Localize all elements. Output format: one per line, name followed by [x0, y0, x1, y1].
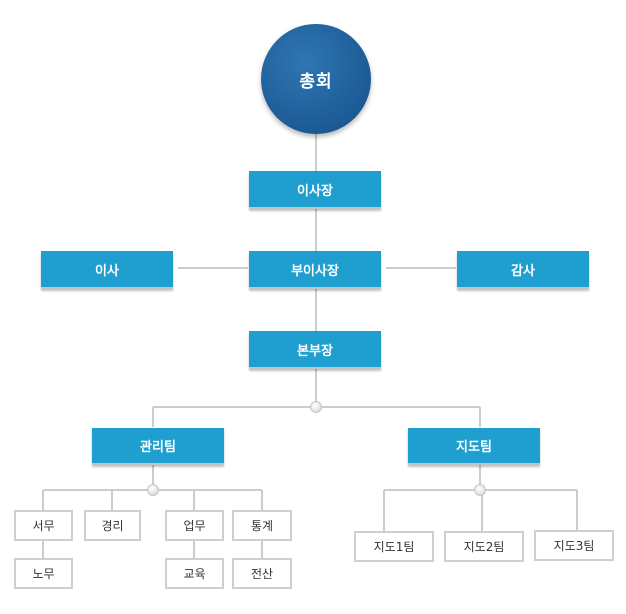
- general-assembly-node: 총회: [261, 24, 371, 134]
- guidance-team-box: 지도팀: [408, 428, 540, 465]
- unit-education: 교육: [165, 558, 224, 589]
- unit-accounting: 경리: [84, 510, 141, 541]
- unit-labor: 노무: [14, 558, 73, 589]
- unit-general-affairs: 서무: [14, 510, 73, 541]
- unit-guidance-3: 지도3팀: [534, 530, 614, 561]
- hq-head-box: 본부장: [249, 331, 381, 369]
- unit-guidance-2: 지도2팀: [444, 531, 524, 562]
- branch-node-icon: [310, 401, 322, 413]
- unit-computing: 전산: [232, 558, 292, 589]
- guidance-branch-node-icon: [474, 484, 486, 496]
- management-team-box: 관리팀: [92, 428, 224, 465]
- vice-president-box: 부이사장: [249, 251, 381, 289]
- unit-guidance-1: 지도1팀: [354, 531, 434, 562]
- president-box: 이사장: [249, 171, 381, 209]
- auditor-box: 감사: [457, 251, 589, 289]
- unit-statistics: 통계: [232, 510, 292, 541]
- management-branch-node-icon: [147, 484, 159, 496]
- director-box: 이사: [41, 251, 173, 289]
- unit-operations: 업무: [165, 510, 224, 541]
